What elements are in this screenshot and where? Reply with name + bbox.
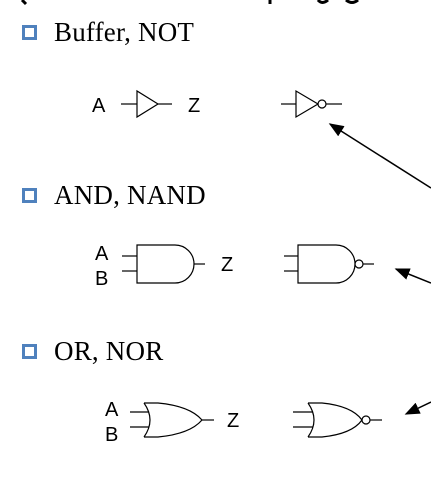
nor-gate-symbol bbox=[293, 402, 382, 438]
arrow-to-nor-bubble bbox=[404, 401, 431, 415]
and-gate-symbol bbox=[122, 244, 205, 284]
or-input-b-label: B bbox=[105, 424, 118, 446]
square-bullet-icon bbox=[22, 24, 37, 40]
and-output-label: Z bbox=[221, 254, 233, 276]
title-remnant bbox=[20, 0, 359, 6]
buffer-input-label: A bbox=[92, 95, 106, 117]
square-bullet-icon bbox=[22, 187, 37, 203]
or-input-a-label: A bbox=[105, 399, 119, 421]
bullet-and-nand: AND, NAND bbox=[22, 178, 206, 212]
or-output-label: Z bbox=[227, 410, 239, 432]
and-input-a-label: A bbox=[95, 243, 109, 265]
buffer-gate-symbol bbox=[121, 89, 172, 119]
bullet-buffer-not: Buffer, NOT bbox=[22, 15, 194, 49]
bullet-label: OR, NOR bbox=[54, 335, 164, 366]
callout-arrows bbox=[328, 123, 431, 415]
buffer-output-label: Z bbox=[188, 95, 200, 117]
bullet-or-nor: OR, NOR bbox=[22, 334, 163, 368]
arrow-to-not-bubble bbox=[328, 123, 431, 189]
and-input-b-label: B bbox=[95, 268, 108, 290]
nand-gate-symbol bbox=[284, 244, 374, 284]
arrow-to-nand-bubble bbox=[394, 268, 431, 284]
bullet-label: Buffer, NOT bbox=[54, 16, 195, 47]
bullet-label: AND, NAND bbox=[54, 179, 206, 210]
or-gate-symbol bbox=[130, 402, 214, 438]
square-bullet-icon bbox=[22, 343, 37, 359]
not-gate-symbol bbox=[281, 89, 342, 119]
